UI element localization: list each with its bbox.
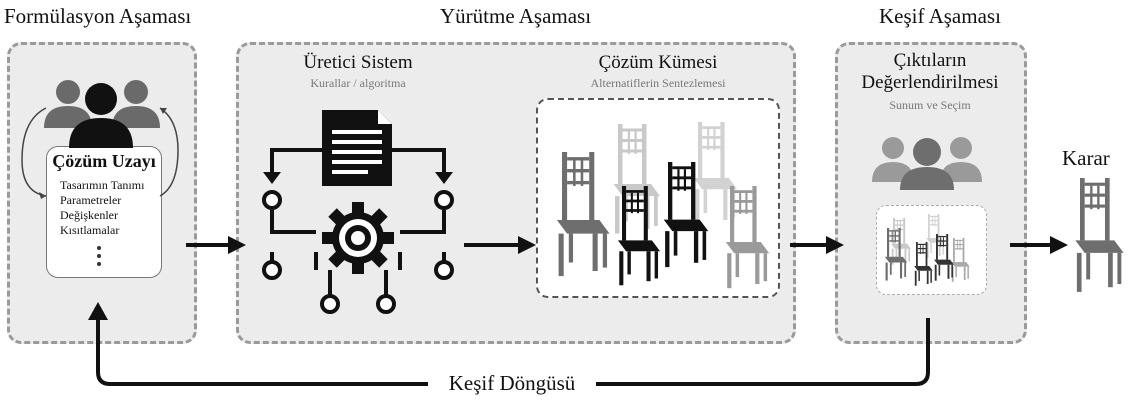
cycle-arrow-left: [21, 107, 47, 197]
team-icon: [44, 80, 160, 148]
solution-space-list: Tasarımın Tanımı Parametreler Değişkenle…: [60, 178, 144, 238]
execution-stage-title: Yürütme Aşaması: [440, 4, 592, 28]
solution-space-box: [46, 146, 162, 278]
solution-space-title: Çözüm Uzayı: [52, 151, 156, 171]
generative-system-title: Üretici Sistem: [303, 52, 413, 73]
evaluation-subtitle: Sunum ve Seçim: [889, 98, 971, 112]
solution-space-item: Tasarımın Tanımı: [60, 178, 145, 192]
evaluation-chairs: [884, 214, 970, 286]
evaluators-icon: [872, 137, 982, 190]
document-gear-icon: [262, 110, 454, 314]
decision-label: Karar: [1062, 146, 1110, 170]
decision-chair-icon: [1075, 178, 1124, 292]
cycle-arrow-right: [159, 107, 179, 197]
generative-system-subtitle: Kurallar / algoritma: [310, 76, 406, 90]
solution-space-item: Kısıtlamalar: [60, 223, 120, 237]
chair-alternatives: [556, 122, 770, 289]
solution-space-item: Değişkenler: [60, 208, 118, 222]
discovery-loop-arrow: [88, 302, 930, 386]
solution-set-subtitle: Alternatiflerin Sentezlemesi: [590, 76, 726, 90]
evaluation-title-line1: Çıktıların: [893, 50, 967, 71]
evaluation-title: Çıktıların Değerlendirilmesi: [850, 50, 1010, 94]
formulation-stage-title: Formülasyon Aşaması: [4, 4, 192, 28]
discovery-loop-label: Keşif Döngüsü: [436, 371, 588, 396]
solution-set-title: Çözüm Kümesi: [598, 52, 718, 73]
solution-space-item: Parametreler: [60, 193, 122, 207]
flow-arrows: [186, 236, 1068, 254]
discovery-stage-title: Keşif Aşaması: [879, 4, 1001, 28]
evaluation-title-line2: Değerlendirilmesi: [861, 72, 999, 93]
